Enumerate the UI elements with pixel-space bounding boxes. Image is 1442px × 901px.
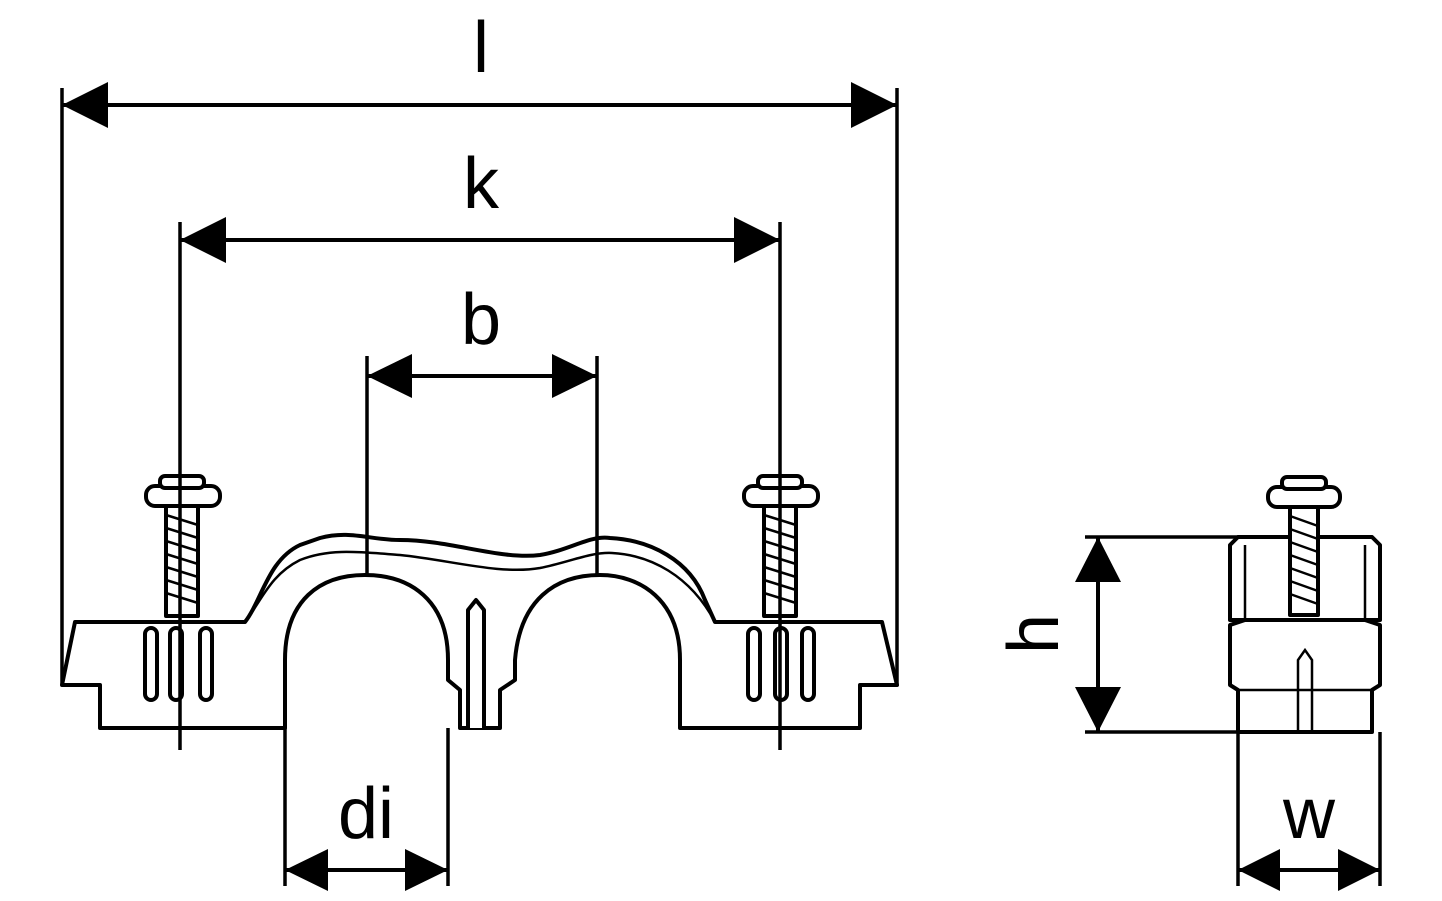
left-screw bbox=[144, 474, 222, 618]
dimension-w: w bbox=[1236, 732, 1382, 891]
dimension-b: b bbox=[365, 280, 599, 575]
clamp-side-view bbox=[1228, 475, 1382, 734]
label-di: di bbox=[338, 774, 394, 854]
label-w: w bbox=[1282, 774, 1336, 854]
center-slot bbox=[466, 598, 486, 728]
label-b: b bbox=[461, 280, 501, 360]
clamp-front-view bbox=[60, 474, 899, 730]
label-h: h bbox=[994, 614, 1074, 654]
label-l: l bbox=[473, 8, 489, 88]
left-ribs bbox=[143, 626, 214, 702]
side-lower-block bbox=[1228, 618, 1382, 734]
label-k: k bbox=[463, 144, 500, 224]
dimension-l: l bbox=[60, 8, 899, 685]
dimension-h: h bbox=[994, 535, 1238, 734]
dimension-di: di bbox=[283, 728, 450, 891]
dimension-k: k bbox=[178, 144, 782, 750]
clamp-strap-inner bbox=[244, 550, 717, 623]
